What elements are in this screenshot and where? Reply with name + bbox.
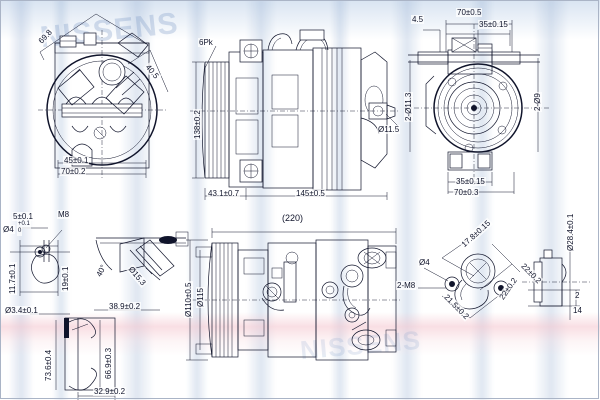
view-mid-center-detail (95, 231, 189, 281)
view-top-left (38, 13, 169, 178)
dim-38-9: 38.9±0.2 (108, 302, 142, 311)
dim-220: (220) (281, 213, 305, 223)
view-bottom-center (186, 228, 400, 361)
dim-6pk: 6Pk (198, 38, 214, 47)
dim-70-a: 70±0.2 (60, 167, 87, 176)
dim-4-5: 4.5 (411, 15, 425, 24)
dim-d3-4: Ø3.4±0.1 (4, 306, 39, 315)
dim-35-a: 35±0.15 (478, 20, 509, 29)
dim-14: 14 (572, 306, 583, 315)
dim-145: 145±0.5 (295, 189, 326, 198)
dim-43-1: 43.1±0.7 (207, 189, 241, 198)
view-top-center (190, 29, 400, 200)
dim-d4-tol-upper: +0.1 (17, 220, 31, 229)
dim-70-c: 70±0.3 (453, 188, 480, 197)
dim-45: 45±0.1 (63, 156, 90, 165)
view-top-right (404, 20, 550, 194)
dim-5: 5±0.1 (12, 212, 34, 221)
dim-35-b: 35±0.15 (455, 177, 486, 186)
dim-d4-b: Ø4 (418, 258, 431, 267)
dim-m8: M8 (57, 210, 71, 219)
dim-2-m8: 2-M8 (396, 281, 417, 290)
dim-70-b: 70±0.5 (456, 8, 483, 17)
dim-2: 2 (574, 291, 581, 300)
dim-32-9: 32.9±0.2 (93, 387, 127, 396)
dim-d4-top: Ø4 (2, 225, 15, 234)
dim-d11-5: Ø11.5 (377, 125, 401, 134)
dim-d4-tol-lower: 0 (17, 227, 23, 236)
